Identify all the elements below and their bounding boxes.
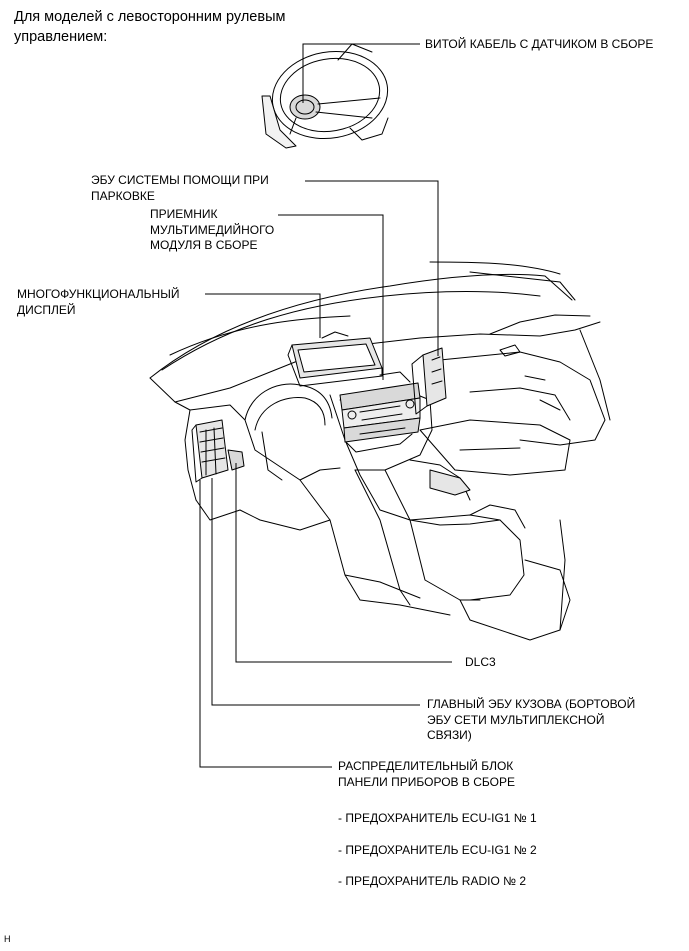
label-multimedia-receiver: ПРИЕМНИК МУЛЬТИМЕДИЙНОГО МОДУЛЯ В СБОРЕ	[150, 207, 275, 253]
leader-multi-display	[205, 293, 321, 338]
label-spiral-cable: ВИТОЙ КАБЕЛЬ С ДАТЧИКОМ В СБОРЕ	[425, 37, 654, 51]
label-main-body-ecu: ГЛАВНЫЙ ЭБУ КУЗОВА (БОРТОВОЙ ЭБУ СЕТИ МУ…	[427, 697, 636, 743]
dashboard-drawing	[149, 261, 611, 641]
leader-spiral-cable	[302, 43, 420, 103]
multi-display-drawing	[287, 331, 383, 387]
label-junction-block: РАСПРЕДЕЛИТЕЛЬНЫЙ БЛОК ПАНЕЛИ ПРИБОРОВ В…	[338, 759, 515, 789]
leader-main-body-ecu	[211, 478, 420, 706]
diagram-heading: Для моделей с левосторонним рулевым упра…	[14, 9, 286, 45]
leader-lines	[199, 43, 452, 768]
corner-mark: H	[4, 934, 11, 944]
steering-wheel-drawing	[261, 43, 389, 149]
junction-block-drawing	[191, 419, 245, 483]
label-parking-ecu: ЭБУ СИСТЕМЫ ПОМОЩИ ПРИ ПАРКОВКЕ	[91, 173, 269, 203]
label-multi-display: МНОГОФУНКЦИОНАЛЬНЫЙ ДИСПЛЕЙ	[17, 287, 180, 317]
leader-multimedia-receiver	[278, 214, 384, 380]
fuse-item-radio-2: - ПРЕДОХРАНИТЕЛЬ RADIO № 2	[338, 874, 527, 888]
label-dlc3: DLC3	[465, 655, 496, 669]
fuse-item-ecu-ig1-1: - ПРЕДОХРАНИТЕЛЬ ECU-IG1 № 1	[338, 811, 537, 825]
leader-parking-ecu	[305, 180, 439, 356]
leader-junction-block	[199, 480, 332, 768]
fuse-item-ecu-ig1-2: - ПРЕДОХРАНИТЕЛЬ ECU-IG1 № 2	[338, 843, 537, 857]
center-stack-drawing	[339, 371, 421, 453]
parking-ecu-drawing	[411, 347, 447, 415]
leader-dlc3	[235, 463, 452, 663]
